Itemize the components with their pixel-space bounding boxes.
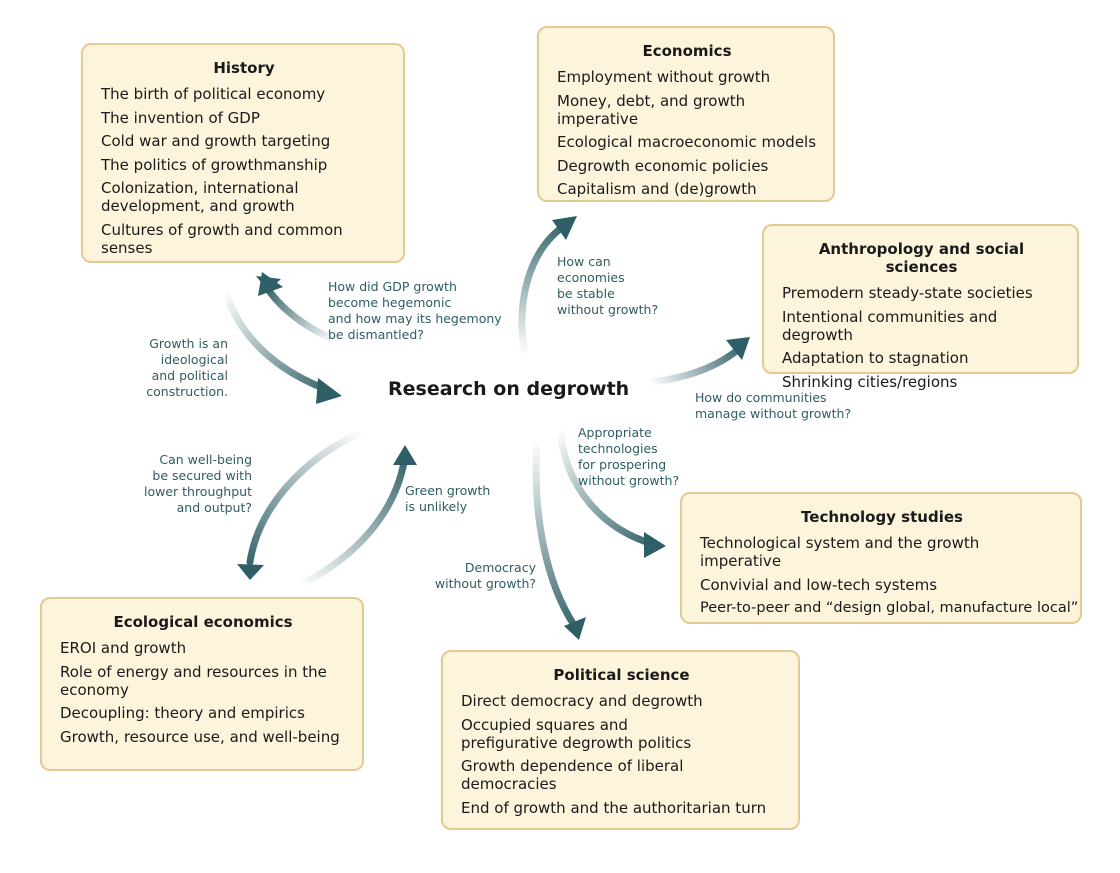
arrowhead-to-technology [644, 532, 666, 558]
list-item: Capitalism and (de)growth [557, 180, 757, 198]
list-item: Occupied squares and prefigurative degro… [461, 715, 692, 752]
list-item: Growth dependence of liberal democracies [461, 757, 684, 793]
arrow-to-technology [556, 424, 657, 548]
list-item: Cultures of growth and common senses [101, 220, 343, 257]
arrowhead-to-political-science [564, 617, 586, 640]
question-democracy: Democracy without growth? [434, 560, 536, 591]
question-ideological-construction: Growth is an ideological and political c… [146, 336, 228, 399]
arrow-to-history [261, 281, 339, 344]
history-title: History [213, 59, 275, 77]
technology-title: Technology studies [801, 508, 963, 526]
list-item: Adaptation to stagnation [782, 349, 969, 367]
center-title: Research on degrowth [388, 378, 630, 400]
list-item: Cold war and growth targeting [101, 132, 331, 150]
ecological-economics-box: Ecological economics EROI and growth Rol… [40, 597, 364, 771]
anthropology-box: Anthropology and social sciences Premode… [762, 224, 1079, 391]
arrow-to-economics [518, 222, 568, 359]
list-item: Money, debt, and growth imperative [557, 91, 746, 128]
anthropology-title: Anthropology and social sciences [818, 240, 1025, 276]
arrow-to-anthropology [646, 344, 744, 386]
list-item: Colonization, international development,… [101, 179, 299, 215]
arrowhead-to-history-main [258, 272, 283, 296]
question-green-growth: Green growth is unlikely [405, 483, 491, 514]
economics-list: Employment without growth Money, debt, a… [557, 68, 817, 198]
list-item: Shrinking cities/regions [782, 372, 958, 391]
arrowhead-to-ecological-economics [237, 564, 264, 580]
ecological-economics-list: EROI and growth Role of energy and resou… [60, 639, 346, 746]
arrow-from-history [221, 286, 332, 394]
list-item: Ecological macroeconomic models [557, 133, 817, 151]
question-technologies: Appropriate technologies for prospering … [578, 425, 680, 488]
arrowhead-from-history [316, 378, 342, 404]
arrow-to-ecological-economics [246, 428, 366, 566]
list-item: Direct democracy and degrowth [461, 692, 703, 710]
list-item: Employment without growth [557, 68, 771, 86]
list-item: The birth of political economy [101, 85, 326, 103]
technology-box: Technology studies Technological system … [680, 492, 1082, 624]
list-item: Premodern steady-state societies [782, 284, 1033, 302]
economics-title: Economics [642, 42, 732, 60]
arrow-from-ecological-economics [296, 458, 408, 589]
list-item: Degrowth economic policies [557, 156, 769, 175]
anthropology-list: Premodern steady-state societies Intenti… [782, 284, 1061, 391]
question-gdp-hegemonic: How did GDP growth become hegemonic and … [328, 279, 502, 342]
arrowhead-to-economics [552, 216, 577, 240]
political-science-list: Direct democracy and degrowth Occupied s… [461, 692, 782, 817]
list-item: Role of energy and resources in the econ… [60, 662, 327, 699]
history-box: History The birth of political economy T… [81, 43, 405, 263]
list-item: EROI and growth [60, 639, 187, 657]
list-item: The politics of growthmanship [101, 155, 328, 174]
list-item: Decoupling: theory and empirics [60, 704, 305, 722]
list-item: Convivial and low-tech systems [700, 575, 938, 594]
economics-box: Economics Employment without growth Mone… [537, 26, 835, 202]
question-well-being: Can well-being be secured with lower thr… [143, 452, 252, 515]
question-communities: How do communities manage without growth… [695, 390, 852, 421]
list-item: The invention of GDP [101, 108, 260, 127]
question-economies-stable: How can economies be stable without grow… [557, 254, 659, 317]
political-science-box: Political science Direct democracy and d… [441, 650, 800, 830]
list-item: Technological system and the growth impe… [700, 534, 980, 570]
history-list: The birth of political economy The inven… [101, 85, 387, 257]
arrow-to-political-science [532, 436, 578, 629]
list-item: End of growth and the authoritarian turn [461, 798, 767, 817]
arrowhead-to-anthropology [726, 337, 750, 360]
list-item: Intentional communities and degrowth [782, 307, 998, 344]
list-item: Peer-to-peer and “design global, manufac… [700, 600, 1079, 616]
political-science-title: Political science [553, 666, 690, 684]
arrowhead-from-ecological-economics [393, 445, 417, 465]
technology-list: Technological system and the growth impe… [700, 534, 1079, 617]
ecological-economics-title: Ecological economics [113, 613, 293, 631]
list-item: Growth, resource use, and well-being [60, 727, 340, 746]
